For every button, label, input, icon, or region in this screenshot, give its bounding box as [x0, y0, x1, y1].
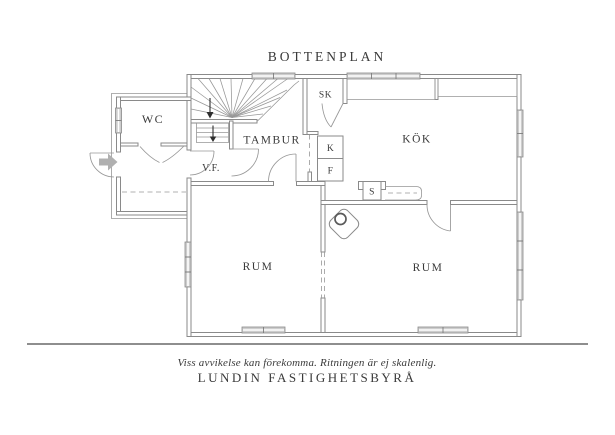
- kitchen-room-door: [426, 204, 451, 232]
- label-wc: WC: [142, 112, 164, 126]
- footer-brand: LUNDIN FASTIGHETSBYRÅ: [198, 370, 417, 385]
- wall-niche-top: [306, 131, 319, 135]
- wall-room-divider-upper: [320, 185, 326, 253]
- doors: [89, 103, 451, 232]
- wall-stair-south: [190, 119, 258, 124]
- openings: [122, 134, 325, 298]
- wall-annex-south: [116, 211, 188, 216]
- wall-closet-east: [342, 78, 348, 104]
- chimney-flue-circle: [334, 212, 347, 226]
- label-tambur: TAMBUR: [243, 135, 300, 147]
- tambur-room-door: [268, 153, 297, 182]
- wall-stove-stub-left: [358, 181, 364, 190]
- window-east-room: [516, 211, 524, 301]
- label-kitchen: KÖK: [402, 132, 431, 146]
- wc-door-arcs: [139, 146, 184, 163]
- stair-winder-treads: [190, 78, 289, 118]
- footer: Viss avvikelse kan förekomma. Ritningen …: [27, 343, 588, 385]
- wall-exterior-west-upper: [186, 74, 192, 151]
- wall-tambur-south-right: [296, 181, 326, 186]
- wall-exterior-south: [186, 332, 522, 337]
- label-stove: S: [369, 188, 375, 198]
- closet-door: [321, 103, 344, 128]
- wall-counter-divider: [434, 78, 439, 100]
- wall-vf-stub: [229, 120, 234, 150]
- plan-title: BOTTENPLAN: [268, 49, 387, 64]
- wall-wc-south-left: [120, 142, 139, 147]
- wall-kitchen-south-right: [450, 200, 518, 205]
- entry-door: [89, 152, 115, 178]
- stair-direction-arrow-lower: [209, 125, 217, 142]
- window-north-1: [251, 72, 296, 80]
- vf-tambur-door: [231, 148, 259, 177]
- room-labels: WC TAMBUR V.F. SK KÖK K F S RUM RUM: [142, 91, 444, 275]
- label-closet: SK: [319, 91, 332, 101]
- kitchen-counter-right: [437, 78, 518, 97]
- staircase: [190, 78, 300, 143]
- kitchen-fixtures: [317, 78, 518, 201]
- windows: [115, 72, 524, 334]
- entrance-arrow-icon: [99, 153, 118, 171]
- wall-room-divider-lower: [320, 297, 326, 333]
- chimney: [328, 208, 360, 240]
- stair-open-edge: [256, 80, 300, 122]
- wall-kitchen-south-left: [320, 200, 428, 205]
- stair-direction-arrow-upper: [206, 98, 214, 119]
- annex-outline: [111, 93, 187, 219]
- kitchen-counter-left: [346, 78, 436, 100]
- window-south-left: [241, 326, 286, 334]
- window-annex-west: [115, 107, 122, 134]
- window-west: [184, 241, 192, 288]
- window-east-kitchen: [516, 109, 524, 158]
- wall-exterior-east: [516, 74, 522, 337]
- wall-wc-south-right: [160, 142, 188, 147]
- wall-tambur-south-left: [190, 181, 274, 186]
- label-fridge: K: [327, 144, 334, 154]
- label-room-right: RUM: [413, 262, 444, 274]
- window-north-2: [346, 72, 421, 80]
- stove-counter: [385, 186, 422, 201]
- wall-niche-side: [307, 171, 312, 183]
- walls: [116, 74, 522, 337]
- wall-annex-north: [116, 96, 192, 101]
- wall-stove-stub-right: [380, 181, 386, 190]
- footer-disclaimer: Viss avvikelse kan förekomma. Ritningen …: [178, 357, 437, 369]
- label-room-left: RUM: [243, 261, 274, 273]
- freezer-box: [317, 158, 344, 182]
- vf-west-door: [189, 150, 215, 176]
- label-vf: V.F.: [202, 163, 220, 174]
- label-freezer: F: [328, 167, 334, 177]
- window-south-right: [417, 326, 469, 334]
- stove-box: [362, 181, 382, 201]
- wall-annex-west-lower: [116, 176, 121, 216]
- wall-stairwell-east: [302, 78, 308, 135]
